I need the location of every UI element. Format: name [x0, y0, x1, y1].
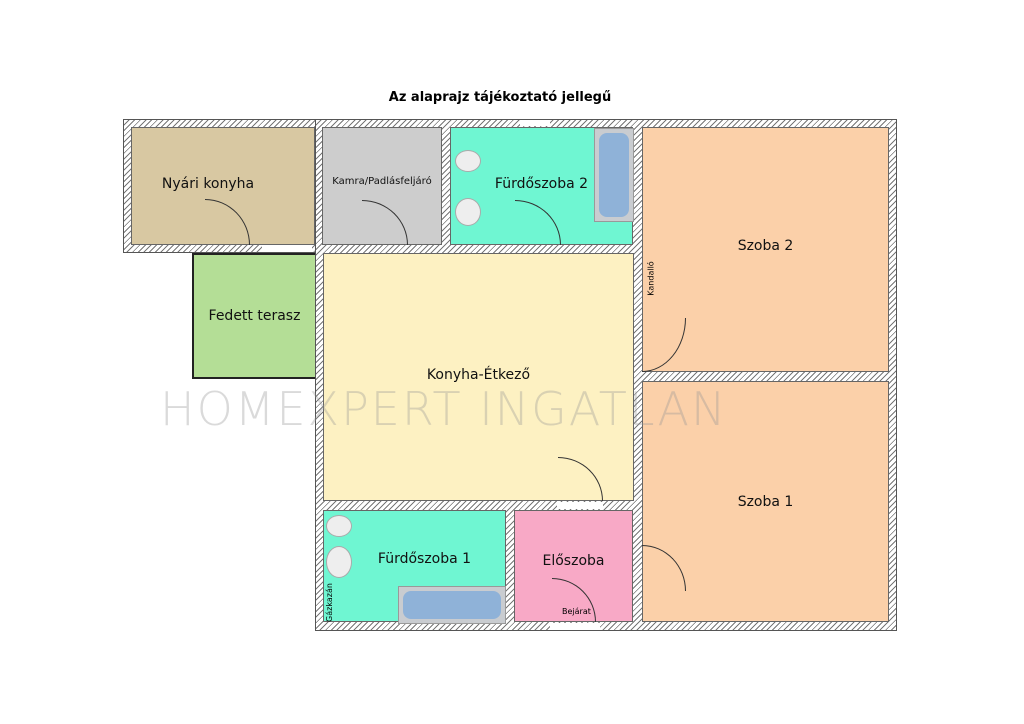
bejarat-label: Bejárat: [562, 607, 591, 616]
room-label: Konyha-Étkező: [426, 367, 531, 383]
toilet-icon: [326, 515, 352, 537]
door-opening: [557, 502, 603, 509]
kandallo-label: Kandalló: [646, 261, 656, 296]
room-label: Fedett terasz: [208, 308, 301, 324]
room-label: Szoba 1: [737, 493, 794, 510]
watermark: HOMEXPERT INGATLAN: [160, 382, 728, 436]
gazkazan-label: Gázkazán: [324, 583, 334, 622]
room-label: Fürdőszoba 1: [377, 551, 472, 567]
room-konyha-etkezo: Konyha-Étkező: [323, 253, 634, 501]
window: [520, 120, 550, 126]
room-label: Szoba 2: [737, 238, 794, 254]
room-szoba-2: Szoba 2: [642, 127, 889, 372]
room-label: Fürdőszoba 2: [494, 176, 589, 192]
door-opening: [262, 245, 312, 252]
room-label: Nyári konyha: [161, 176, 255, 192]
bathtub-icon: [594, 128, 634, 222]
room-label: Előszoba: [542, 553, 605, 569]
plan-title: Az alaprajz tájékoztató jellegű: [388, 90, 612, 105]
entrance-opening: [550, 623, 600, 630]
room-fedett-terasz: Fedett terasz: [192, 253, 315, 379]
sink-icon: [326, 546, 352, 578]
toilet-icon: [455, 150, 481, 172]
sink-icon: [455, 198, 481, 226]
room-label: Kamra/Padlásfeljáró: [332, 176, 432, 187]
bathtub-icon: [398, 586, 506, 624]
